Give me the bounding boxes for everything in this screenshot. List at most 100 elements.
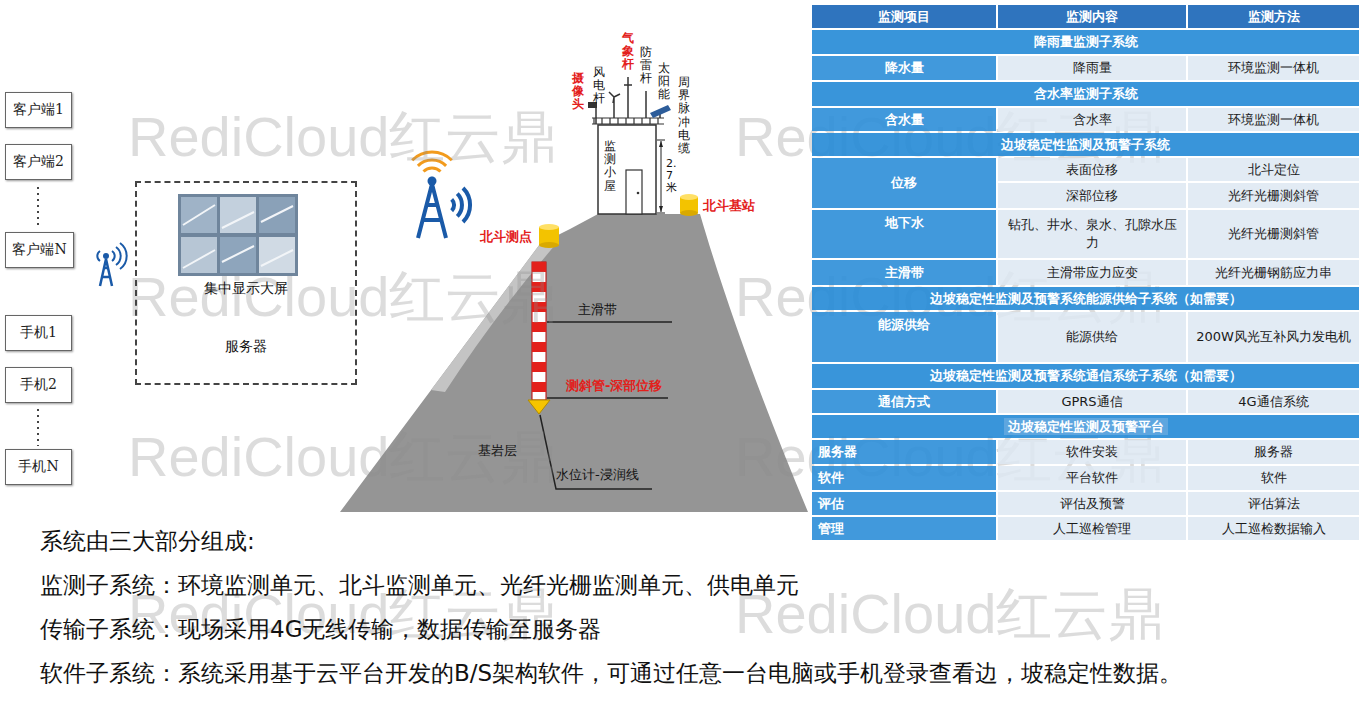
table-cell-text: 平台软件	[1066, 469, 1118, 487]
table-cell-text: 软件	[818, 469, 844, 487]
part-label: 北斗测点	[480, 229, 532, 245]
table-cell: 平台软件	[998, 466, 1186, 490]
note-text: 传输子系统：现场采用4G无线传输，数据传输至服务器	[40, 616, 601, 644]
table-cell-text: 降水量	[885, 59, 924, 77]
drawn-shape	[528, 400, 550, 414]
drawn-shape	[659, 206, 663, 212]
client-box: 手机1	[5, 315, 72, 351]
table-cell-text: 降雨量监测子系统	[1034, 33, 1138, 51]
table-cell-text: 监测项目	[878, 8, 930, 26]
table-cell: 人工巡检数据输入	[1188, 517, 1359, 540]
client-box: 手机N	[5, 449, 72, 485]
table-cell: 光纤光栅测斜管	[1188, 183, 1359, 208]
table-cell: 人工巡检管理	[998, 517, 1186, 540]
drawn-shape	[532, 282, 546, 292]
drawn-shape	[645, 91, 647, 118]
part-label: 北斗基站	[703, 198, 755, 214]
table-cell-text: 边坡稳定性监测及预警系统通信系统子系统（如需要）	[930, 367, 1242, 385]
table-cell-text: 4G通信系统	[1238, 393, 1308, 411]
table-cell: 主滑带	[812, 260, 996, 285]
table-section-row: 边坡稳定性监测及预警平台	[812, 415, 1359, 438]
table-cell: 管理	[812, 517, 996, 540]
table-cell: 地下水	[812, 210, 996, 258]
display-wall-image	[178, 194, 298, 276]
client-label: 手机2	[20, 376, 57, 394]
table-cell-text: 表面位移	[1066, 161, 1118, 179]
drawn-shape	[680, 210, 698, 216]
table-cell: 环境监测一体机	[1188, 108, 1359, 131]
table-header-cell: 监测内容	[998, 5, 1186, 28]
drawn-shape	[609, 92, 620, 118]
drawn-shape	[540, 322, 672, 489]
drawn-shape	[657, 140, 665, 213]
table-cell-text: 软件	[1261, 469, 1287, 487]
table-cell-text: 主滑带	[885, 264, 924, 282]
table-cell: 表面位移	[998, 158, 1186, 181]
table-cell: 软件安装	[998, 440, 1186, 464]
drawn-shape	[532, 362, 546, 372]
table-cell: 环境监测一体机	[1188, 56, 1359, 80]
note-text: 软件子系统：系统采用基于云平台开发的B/S架构软件，可通过任意一台电脑或手机登录…	[40, 660, 1182, 688]
table-cell: 评估	[812, 492, 996, 515]
table-cell-text: 环境监测一体机	[1228, 111, 1319, 129]
server-caption: 服务器	[225, 338, 267, 356]
table-cell-text: 含水率	[1073, 111, 1112, 129]
table-cell: 降水量	[812, 56, 996, 80]
drawn-shape	[650, 105, 671, 118]
drawn-shape	[532, 382, 546, 392]
part-label: 摄像头	[572, 72, 584, 112]
drawn-shape	[220, 197, 256, 233]
table-cell-text: 北斗定位	[1248, 161, 1300, 179]
client-label: 手机N	[18, 458, 58, 476]
table-header-cell: 监测方法	[1188, 5, 1359, 28]
table-cell-text: 主滑带应力应变	[1047, 264, 1138, 282]
client-box: 客户端1	[5, 92, 72, 128]
table-cell: 服务器	[812, 440, 996, 464]
drawn-shape	[112, 243, 127, 269]
leader-lines	[540, 322, 672, 489]
table-cell-text: 位移	[891, 174, 917, 192]
table-cell-text: 含水率监测子系统	[1034, 85, 1138, 103]
drawn-shape	[659, 141, 663, 147]
drawn-shape	[626, 170, 642, 214]
part-label: 基岩层	[478, 443, 517, 459]
table-cell: 钻孔、井水、泉水、孔隙水压力	[998, 210, 1186, 258]
drawn-shape	[259, 237, 295, 273]
table-cell: 降雨量	[998, 56, 1186, 80]
table-cell-text: 人工巡检管理	[1053, 520, 1131, 538]
table-cell-text: 通信方式	[878, 393, 930, 411]
drawn-shape	[539, 224, 559, 230]
client-label: 手机1	[20, 324, 57, 342]
drawn-shape	[428, 177, 437, 186]
table-cell: GPRS通信	[998, 390, 1186, 413]
table-cell-text: 环境监测一体机	[1228, 59, 1319, 77]
table-cell-text: 评估及预警	[1060, 495, 1125, 513]
client-box: 客户端N	[5, 232, 74, 268]
table-cell: 服务器	[1188, 440, 1359, 464]
drawn-shape	[532, 322, 546, 332]
drawn-shape	[183, 205, 293, 268]
table-cell: 能源供给	[812, 312, 996, 362]
table-cell-text: 服务器	[818, 443, 857, 461]
table-cell: 北斗定位	[1188, 158, 1359, 181]
table-section-row: 降雨量监测子系统	[812, 30, 1359, 54]
watermark: RediCloud红云鼎	[128, 265, 558, 329]
table-cell-text: 服务器	[1254, 443, 1293, 461]
table-cell-text: 钻孔、井水、泉水、孔隙水压力	[1002, 216, 1182, 251]
table-cell: 软件	[1188, 466, 1359, 490]
part-label: 周界脉冲电缆	[678, 76, 690, 155]
table-cell-text: 软件安装	[1066, 443, 1118, 461]
part-label: 太阳能	[658, 62, 670, 102]
client-box: 客户端2	[5, 144, 72, 180]
drawn-shape	[340, 214, 808, 512]
table-cell: 主滑带应力应变	[998, 260, 1186, 285]
drawn-shape	[100, 259, 112, 286]
drawn-shape	[532, 342, 546, 352]
drawn-shape	[103, 253, 109, 259]
drawn-shape	[598, 125, 656, 214]
beidou-points	[539, 194, 698, 248]
table-cell: 200W风光互补风力发电机	[1188, 312, 1359, 362]
table-cell-text: 边坡稳定性监测及预警系统能源供给子系统（如需要）	[930, 290, 1242, 308]
note-text: 监测子系统：环境监测单元、北斗监测单元、光纤光栅监测单元、供电单元	[40, 572, 799, 600]
drawn-shape	[532, 302, 546, 312]
